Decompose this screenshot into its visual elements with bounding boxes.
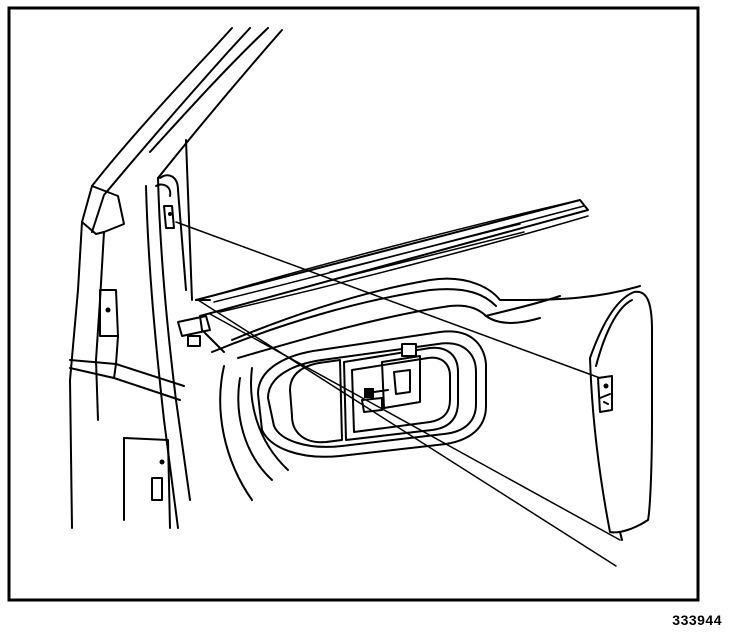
figure-frame [7, 6, 700, 602]
door-inner-panel [177, 199, 641, 501]
figure-number: 333944 [672, 612, 722, 628]
door-pillar [69, 27, 283, 529]
leader-lines [175, 221, 621, 567]
trim-panel [589, 290, 653, 541]
